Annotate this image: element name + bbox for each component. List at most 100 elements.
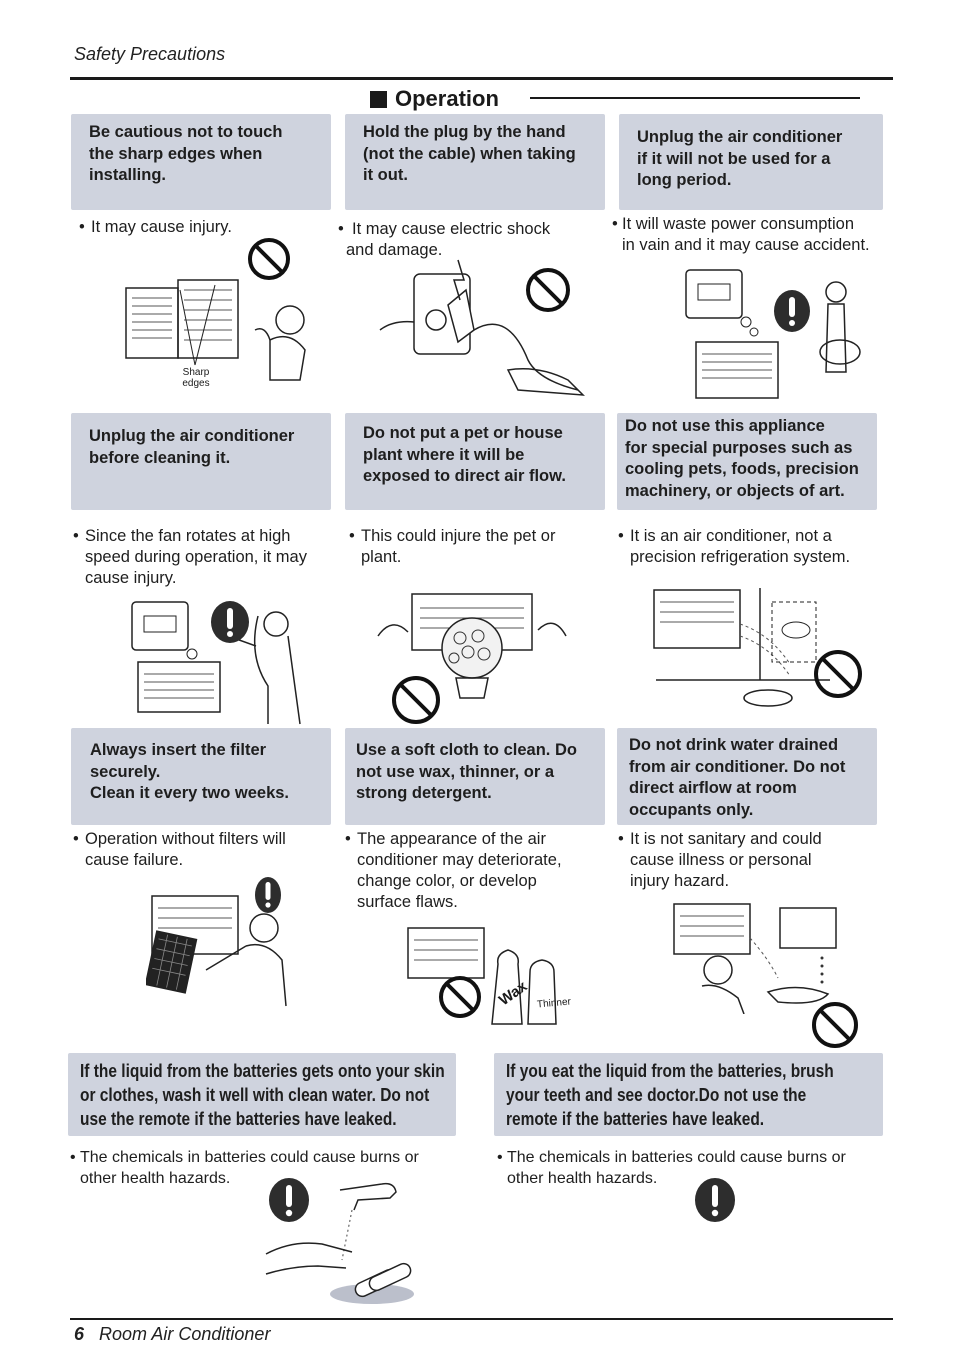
prohibition-icon — [526, 268, 570, 312]
bullet-pet-plant: • This could injure the pet or plant. — [349, 527, 556, 566]
prohibition-icon — [814, 650, 862, 698]
box-line: before cleaning it. — [89, 448, 231, 467]
page-number: 6 — [74, 1324, 85, 1344]
box-line: machinery, or objects of art. — [625, 481, 845, 500]
box-line: for special purposes such as — [625, 438, 853, 457]
caution-box-plug: Hold the plug by the hand (not the cable… — [345, 114, 605, 210]
box-line: Use a soft cloth to clean. Do — [356, 741, 577, 759]
box-line: cooling pets, foods, precision — [625, 460, 859, 478]
wax-thinner-illustration — [407, 927, 557, 1025]
bullet-line: It will waste power consumption — [622, 215, 855, 233]
unplug-cleaning-illustration — [131, 601, 301, 725]
section-title: Operation — [370, 86, 499, 112]
bullet-line: The chemicals in batteries could cause b… — [507, 1149, 846, 1166]
prohibition-icon — [392, 676, 440, 724]
exclamation-warning-icon — [211, 601, 249, 643]
box-line: If you eat the liquid from the batteries… — [506, 1061, 834, 1081]
bullet-line: It may cause electric shock — [352, 220, 551, 238]
bullet-soft-cloth: • The appearance of the air conditioner … — [345, 830, 562, 911]
box-line: the sharp edges when — [89, 144, 263, 163]
caution-box-soft-cloth: Use a soft cloth to clean. Do not use wa… — [345, 728, 605, 825]
box-line: Always insert the filter — [90, 741, 267, 759]
box-line: If the liquid from the batteries gets on… — [80, 1061, 445, 1081]
box-line: exposed to direct air flow. — [363, 467, 566, 485]
box-line: plant where it will be — [363, 445, 525, 464]
section-title-rule — [530, 97, 860, 99]
footer-rule — [70, 1318, 893, 1320]
exclamation-warning-icon — [269, 1178, 309, 1222]
bullet-line: cause injury. — [85, 569, 177, 587]
prohibition-icon — [812, 1002, 858, 1048]
exclamation-warning-icon — [255, 877, 281, 913]
box-line: use the remote if the batteries have lea… — [80, 1109, 397, 1129]
unplug-leave-illustration — [685, 269, 861, 399]
box-line: Do not put a pet or house — [363, 424, 563, 442]
bullet-line: Operation without filters will — [85, 830, 286, 848]
caution-box-battery-ingest: If you eat the liquid from the batteries… — [494, 1053, 883, 1136]
bullet-line: surface flaws. — [357, 893, 458, 911]
wash-hands-battery-illustration — [265, 1182, 414, 1304]
plant-airflow-illustration — [377, 593, 567, 699]
special-purpose-illustration — [653, 588, 830, 707]
box-line: Do not drink water drained — [629, 736, 839, 754]
caution-box-filter: Always insert the filter securely. Clean… — [71, 728, 331, 825]
bullet-line: It is an air conditioner, not a — [630, 527, 832, 545]
box-line: Do not use this appliance — [625, 417, 825, 435]
bullet-line: plant. — [361, 548, 402, 566]
box-line: direct airflow at room — [629, 779, 797, 797]
caution-box-special-purposes: Do not use this appliance for special pu… — [617, 413, 877, 510]
box-line: Hold the plug by the hand — [363, 123, 566, 141]
box-line: Clean it every two weeks. — [90, 784, 290, 802]
box-line: installing. — [89, 166, 167, 184]
caution-box-unplug-long: Unplug the air conditioner if it will no… — [619, 114, 883, 210]
bullet-unplug-cleaning: • Since the fan rotates at high speed du… — [73, 527, 307, 587]
square-bullet-icon — [370, 90, 387, 108]
section-title-text: Operation — [395, 86, 499, 111]
caution-box-pet-plant: Do not put a pet or house plant where it… — [345, 413, 605, 510]
bullet-line: other health hazards. — [507, 1170, 658, 1187]
box-line: strong detergent. — [356, 784, 492, 802]
box-line: or clothes, wash it well with clean wate… — [80, 1085, 430, 1105]
caution-box-sharp-edges: Be cautious not to touch the sharp edges… — [71, 114, 331, 210]
prohibition-icon — [439, 976, 481, 1018]
box-line: Unplug the air conditioner — [89, 427, 295, 445]
drain-water-illustration — [673, 903, 837, 1014]
bullet-line: in vain and it may cause accident. — [622, 236, 870, 254]
bullet-line: and damage. — [346, 241, 443, 259]
running-header: Safety Precautions — [74, 44, 226, 64]
bullet-line: The chemicals in batteries could cause b… — [80, 1149, 419, 1166]
caution-box-battery-skin: If the liquid from the batteries gets on… — [68, 1053, 456, 1136]
box-line: not use wax, thinner, or a — [356, 762, 555, 781]
bullet-line: conditioner may deteriorate, — [357, 851, 562, 869]
bullet-battery-ingest: • The chemicals in batteries could cause… — [497, 1149, 846, 1187]
page-footer: 6 Room Air Conditioner — [74, 1324, 270, 1345]
box-line: occupants only. — [629, 800, 754, 819]
prohibition-icon — [248, 238, 290, 280]
box-line: (not the cable) when taking — [363, 144, 576, 163]
box-line: your teeth and see doctor.Do not use the — [506, 1085, 807, 1105]
bullet-unplug-long: • It will waste power consumption in vai… — [612, 215, 870, 254]
bullet-line: Since the fan rotates at high — [85, 527, 291, 545]
bullet-line: It may cause injury. — [91, 218, 232, 236]
box-line: it out. — [363, 166, 408, 184]
box-line: from air conditioner. Do not — [629, 757, 846, 776]
bullet-filter: • Operation without filters will cause f… — [73, 830, 286, 869]
bullet-sharp-edges: • It may cause injury. — [79, 218, 232, 236]
box-line: securely. — [90, 762, 161, 781]
bullet-special-purposes: • It is an air conditioner, not a precis… — [618, 527, 851, 566]
bullet-line: The appearance of the air — [357, 830, 546, 848]
bullet-line: other health hazards. — [80, 1170, 231, 1187]
box-line: Unplug the air conditioner — [637, 128, 843, 146]
bullet-line: change color, or develop — [357, 872, 537, 890]
bullet-line: speed during operation, it may — [85, 548, 307, 566]
filter-insert-illustration — [146, 895, 287, 1007]
box-line: long period. — [637, 171, 732, 189]
caution-box-unplug-cleaning: Unplug the air conditioner before cleani… — [71, 413, 331, 510]
bullet-battery-skin: • The chemicals in batteries could cause… — [70, 1149, 419, 1187]
footer-title: Room Air Conditioner — [99, 1324, 271, 1344]
ac-unit-sharp-edges-illustration — [125, 279, 306, 381]
bullet-line: injury hazard. — [630, 872, 730, 890]
plug-removal-illustration — [379, 259, 585, 396]
bullet-drain-water: • It is not sanitary and could cause ill… — [618, 830, 822, 890]
bullet-line: cause failure. — [85, 851, 184, 869]
